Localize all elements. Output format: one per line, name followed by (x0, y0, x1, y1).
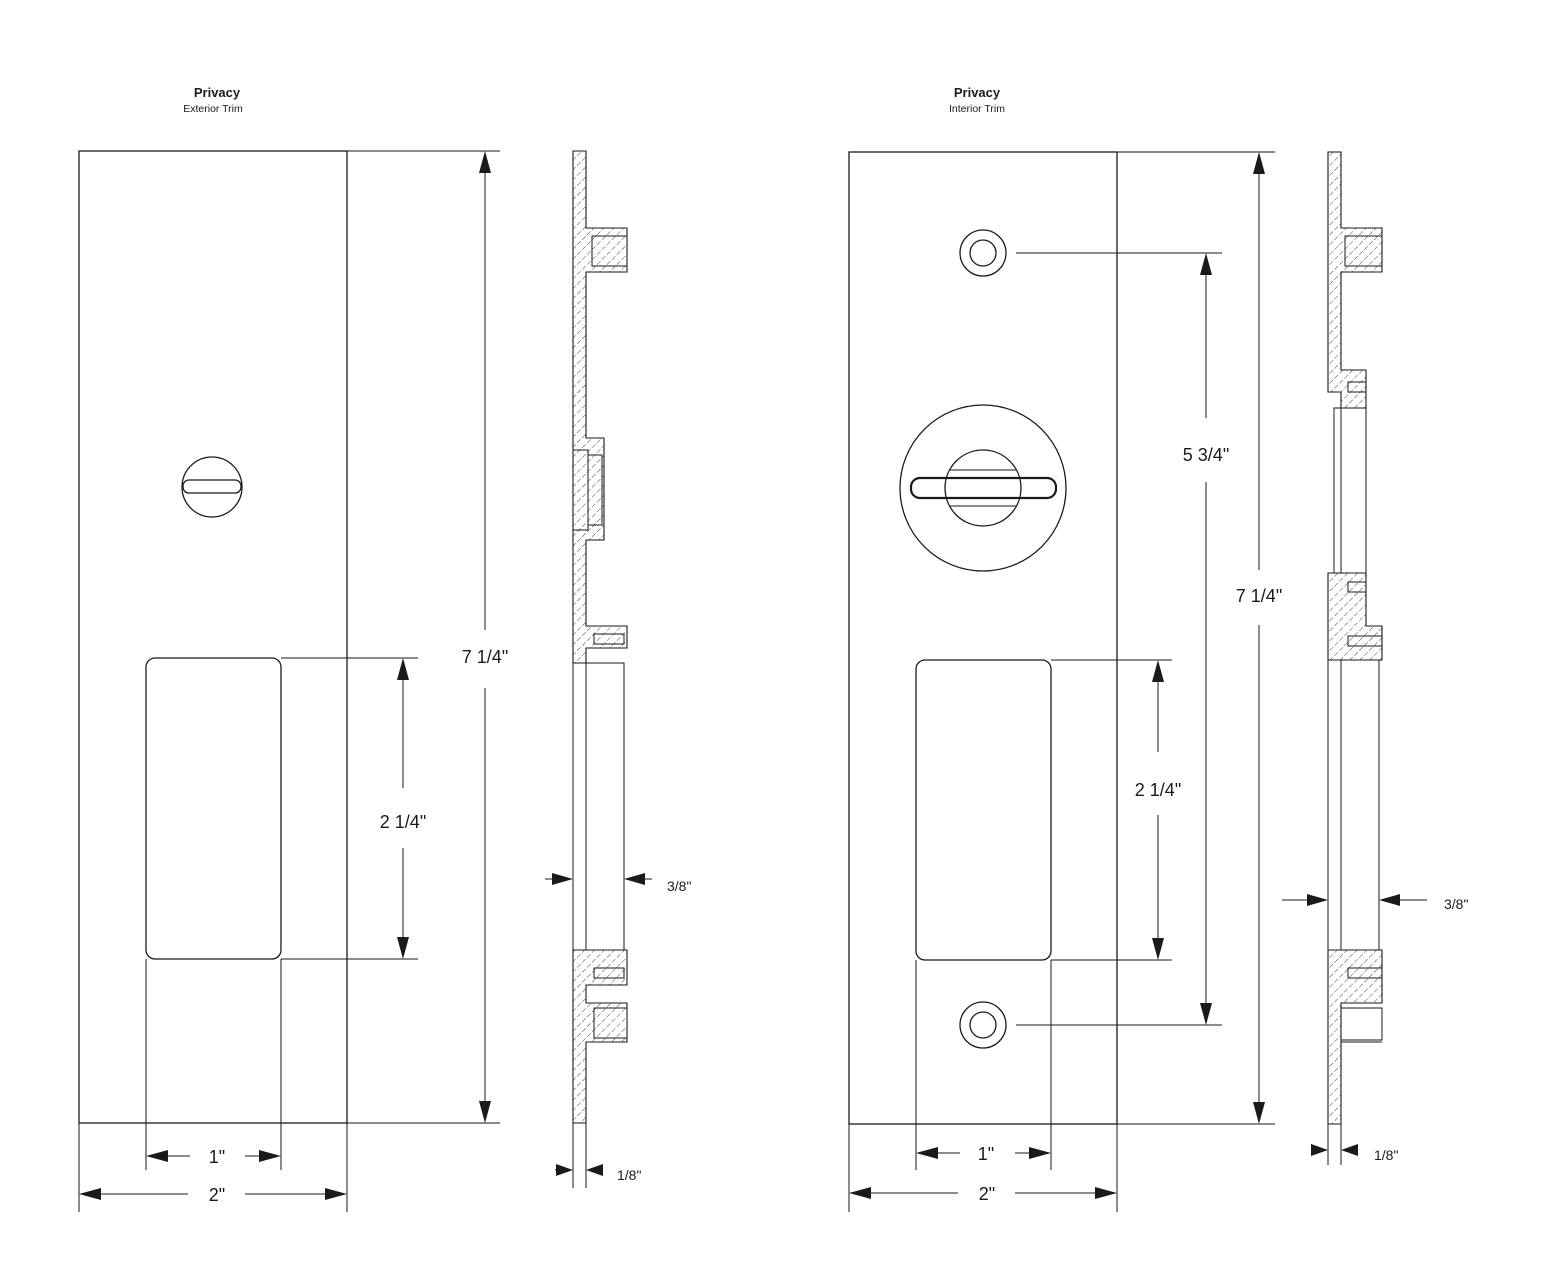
exterior-plate-width-dimension: 2" (79, 1185, 347, 1205)
exterior-height-label: 7 1/4" (462, 647, 508, 667)
interior-recess-width-dimension: 1" (916, 1144, 1051, 1164)
exterior-title: Privacy (194, 85, 241, 100)
exterior-plate-outline (78, 150, 348, 1124)
exterior-recess-height-label: 2 1/4" (380, 812, 426, 832)
interior-thickness-label: 1/8" (1374, 1147, 1398, 1163)
interior-depth-label: 3/8" (1444, 896, 1468, 912)
interior-screw-spacing-dimension: 5 3/4" (1183, 253, 1229, 1025)
exterior-recess-height-dimension: 2 1/4" (380, 658, 426, 959)
exterior-trim-view: Privacy Exterior Trim 7 1/4" (78, 85, 508, 1212)
exterior-subtitle: Exterior Trim (183, 103, 243, 115)
interior-thickness-dimension: 1/8" (1311, 1144, 1398, 1163)
interior-height-label: 7 1/4" (1236, 586, 1282, 606)
exterior-recess (145, 657, 282, 960)
interior-depth-dimension: 3/8" (1282, 894, 1468, 912)
exterior-depth-dimension: 3/8" (545, 873, 691, 894)
interior-subtitle: Interior Trim (949, 103, 1005, 115)
interior-screw-spacing-label: 5 3/4" (1183, 445, 1229, 465)
exterior-thickness-label: 1/8" (617, 1167, 641, 1183)
interior-bottom-screw-icon (959, 1001, 1007, 1049)
interior-plate-width-dimension: 2" (849, 1184, 1117, 1204)
interior-height-dimension: 7 1/4" (1236, 152, 1282, 1124)
exterior-thickness-dimension: 1/8" (555, 1164, 641, 1183)
interior-title: Privacy (954, 85, 1001, 100)
interior-recess-height-label: 2 1/4" (1135, 780, 1181, 800)
interior-privacy-turn-icon (899, 404, 1067, 572)
exterior-height-dimension: 7 1/4" (462, 151, 508, 1123)
interior-trim-view: Privacy Interior Trim (848, 85, 1282, 1212)
exterior-depth-label: 3/8" (667, 878, 691, 894)
exterior-recess-width-dimension: 1" (146, 1147, 281, 1167)
interior-top-screw-icon (959, 229, 1007, 277)
exterior-recess-width-label: 1" (209, 1147, 225, 1167)
interior-side-section: 3/8" 1/8" (1282, 151, 1468, 1165)
interior-recess (915, 659, 1052, 961)
interior-recess-width-label: 1" (978, 1144, 994, 1164)
exterior-side-section: 3/8" 1/8" (545, 150, 691, 1188)
interior-plate-width-label: 2" (979, 1184, 995, 1204)
interior-plate-outline (848, 151, 1118, 1125)
interior-recess-height-dimension: 2 1/4" (1135, 660, 1181, 960)
exterior-plate-width-label: 2" (209, 1185, 225, 1205)
exterior-emergency-release-icon (181, 456, 243, 518)
